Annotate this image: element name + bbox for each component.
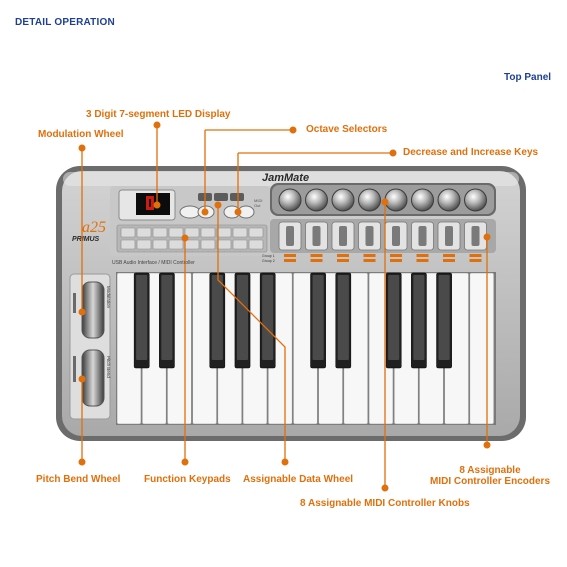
controller-encoder[interactable] — [437, 221, 461, 251]
panel-title: Top Panel — [504, 72, 552, 83]
controller-knob[interactable] — [384, 188, 408, 212]
svg-text:Out: Out — [254, 203, 261, 208]
group-led — [469, 259, 482, 262]
callout-encoders: 8 Assignable MIDI Controller Encoders — [420, 465, 560, 487]
group-led — [310, 259, 323, 262]
page-heading: DETAIL OPERATION — [15, 17, 115, 28]
callout-octave-selectors: Octave Selectors — [306, 124, 388, 135]
controller-encoder[interactable] — [331, 221, 355, 251]
group-led — [284, 259, 296, 262]
interface-label: USB Audio Interface / MIDI Controller — [112, 260, 195, 266]
group-led — [443, 259, 455, 262]
group-led — [390, 259, 402, 262]
controller-encoder[interactable] — [278, 221, 302, 251]
svg-text:Group 1: Group 1 — [262, 254, 275, 258]
group-led — [337, 254, 349, 257]
callout-pitch-bend-wheel: Pitch Bend Wheel — [36, 474, 121, 485]
black-key-highlight — [337, 275, 349, 360]
controller-knob[interactable] — [464, 188, 487, 212]
black-key-highlight — [262, 275, 274, 360]
black-key-highlight — [136, 275, 148, 360]
controller-knob[interactable] — [358, 188, 381, 212]
group-led — [390, 254, 402, 257]
series-logo: PRIMUS — [72, 236, 100, 243]
svg-text:Group 2: Group 2 — [262, 259, 275, 263]
piano-keys[interactable] — [116, 272, 496, 425]
group-led — [310, 254, 323, 257]
controller-knob[interactable] — [331, 188, 355, 212]
black-key-highlight — [438, 275, 450, 360]
black-key-highlight — [236, 275, 249, 360]
controller-knob[interactable] — [411, 188, 434, 212]
group-led — [469, 254, 482, 257]
group-led — [363, 259, 376, 262]
pitch-label: Pitch Bend — [106, 356, 111, 378]
group-led — [363, 254, 376, 257]
group-labels: Group 1 Group 2 — [262, 254, 275, 263]
controller-knobs[interactable] — [278, 188, 487, 212]
callout-encoders-line2: MIDI Controller Encoders — [429, 476, 550, 487]
white-key[interactable] — [469, 272, 495, 425]
encoder-panel — [270, 219, 496, 253]
controller-knob[interactable] — [278, 188, 302, 212]
callout-function-keypads: Function Keypads — [144, 474, 231, 485]
octave-selectors[interactable]: MIDI Out — [179, 198, 262, 219]
callout-knobs: 8 Assignable MIDI Controller Knobs — [300, 498, 470, 509]
callout-led-display: 3 Digit 7-segment LED Display — [86, 109, 231, 120]
group-indicators — [284, 254, 482, 262]
group-led — [284, 254, 296, 257]
black-key-highlight — [211, 275, 223, 360]
brand-logo: JamMate — [262, 172, 309, 184]
callout-lines — [81, 125, 488, 488]
function-keypads[interactable] — [116, 224, 268, 253]
controller-encoder[interactable] — [411, 221, 434, 251]
callout-data-wheel: Assignable Data Wheel — [243, 474, 354, 485]
pitch-bend-wheel[interactable] — [73, 349, 105, 407]
controller-encoder[interactable] — [464, 221, 487, 251]
controller-encoders[interactable] — [278, 221, 487, 251]
callout-modulation-wheel: Modulation Wheel — [38, 129, 124, 140]
group-led — [443, 254, 455, 257]
callout-dec-inc-keys: Decrease and Increase Keys — [403, 147, 539, 158]
led-display — [118, 189, 176, 221]
black-key-highlight — [413, 275, 425, 360]
group-led — [416, 259, 429, 262]
group-led — [416, 254, 429, 257]
controller-knob[interactable] — [437, 188, 461, 212]
controller-encoder[interactable] — [358, 221, 381, 251]
controller-encoder[interactable] — [305, 221, 328, 251]
black-key-highlight — [312, 275, 324, 360]
controller-encoder[interactable] — [384, 221, 408, 251]
group-led — [337, 259, 349, 262]
callout-dots — [78, 121, 491, 492]
model-logo: a25 — [82, 219, 106, 236]
black-key-highlight — [161, 275, 173, 360]
svg-text:MIDI: MIDI — [254, 198, 262, 203]
controller-knob[interactable] — [305, 188, 328, 212]
modulation-label: Modulation — [106, 286, 111, 309]
callout-encoders-line1: 8 Assignable — [459, 465, 521, 476]
black-key-highlight — [388, 275, 400, 360]
